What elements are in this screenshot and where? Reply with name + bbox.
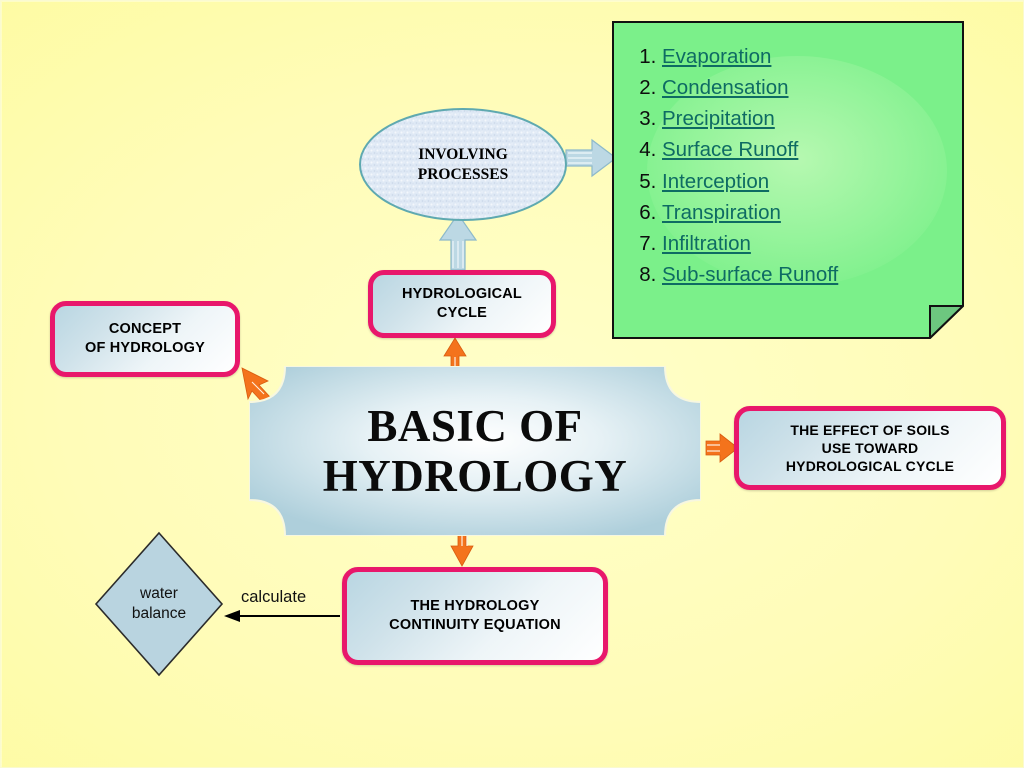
list-item[interactable]: Surface Runoff — [662, 134, 948, 165]
note-shape — [612, 21, 964, 339]
plaque-shape — [249, 366, 701, 536]
processes-note: Evaporation Condensation Precipitation S… — [612, 21, 964, 339]
list-item[interactable]: Interception — [662, 166, 948, 197]
list-item[interactable]: Condensation — [662, 72, 948, 103]
list-item[interactable]: Precipitation — [662, 103, 948, 134]
effect-of-soils-node[interactable]: THE EFFECT OF SOILS USE TOWARD HYDROLOGI… — [734, 406, 1006, 490]
process-link-4[interactable]: Surface Runoff — [662, 138, 799, 162]
continuity-equation-node[interactable]: THE HYDROLOGY CONTINUITY EQUATION — [342, 567, 608, 665]
calculate-edge-label: calculate — [241, 588, 307, 606]
process-link-5[interactable]: Interception — [662, 169, 770, 193]
hydrological-cycle-node[interactable]: HYDROLOGICAL CYCLE — [368, 270, 556, 338]
process-link-8[interactable]: Sub-surface Runoff — [662, 263, 839, 287]
diamond-shape — [94, 531, 224, 677]
water-balance-label: water balance — [131, 584, 187, 622]
arrow-central-to-equation — [450, 531, 474, 567]
ellipse-shape — [359, 108, 567, 221]
concept-of-hydrology-label: CONCEPT OF HYDROLOGY — [84, 321, 205, 356]
arrow-equation-to-water-balance — [224, 610, 340, 622]
central-node[interactable]: BASIC OF HYDROLOGY — [249, 366, 701, 536]
involving-processes-label: INVOLVING PROCESSES — [417, 146, 509, 183]
list-item[interactable]: Transpiration — [662, 197, 948, 228]
list-item[interactable]: Evaporation — [662, 41, 948, 72]
concept-of-hydrology-node[interactable]: CONCEPT OF HYDROLOGY — [50, 301, 240, 377]
arrow-processes-to-note — [565, 138, 617, 178]
involving-processes-node[interactable]: INVOLVING PROCESSES — [358, 107, 568, 222]
process-link-1[interactable]: Evaporation — [662, 45, 772, 68]
continuity-equation-label: THE HYDROLOGY CONTINUITY EQUATION — [389, 598, 561, 633]
process-list: Evaporation Condensation Precipitation S… — [626, 41, 948, 290]
process-link-6[interactable]: Transpiration — [662, 200, 781, 224]
list-item[interactable]: Sub-surface Runoff — [662, 259, 948, 290]
process-link-7[interactable]: Infiltration — [662, 231, 751, 255]
arrow-cycle-to-processes — [438, 212, 478, 271]
central-node-label: BASIC OF HYDROLOGY — [322, 400, 628, 501]
process-link-2[interactable]: Condensation — [662, 76, 789, 100]
process-link-3[interactable]: Precipitation — [662, 107, 775, 131]
hydrological-cycle-label: HYDROLOGICAL CYCLE — [401, 286, 522, 321]
list-item[interactable]: Infiltration — [662, 228, 948, 259]
water-balance-node[interactable]: water balance — [94, 531, 224, 677]
effect-of-soils-label: THE EFFECT OF SOILS USE TOWARD HYDROLOGI… — [785, 421, 955, 475]
